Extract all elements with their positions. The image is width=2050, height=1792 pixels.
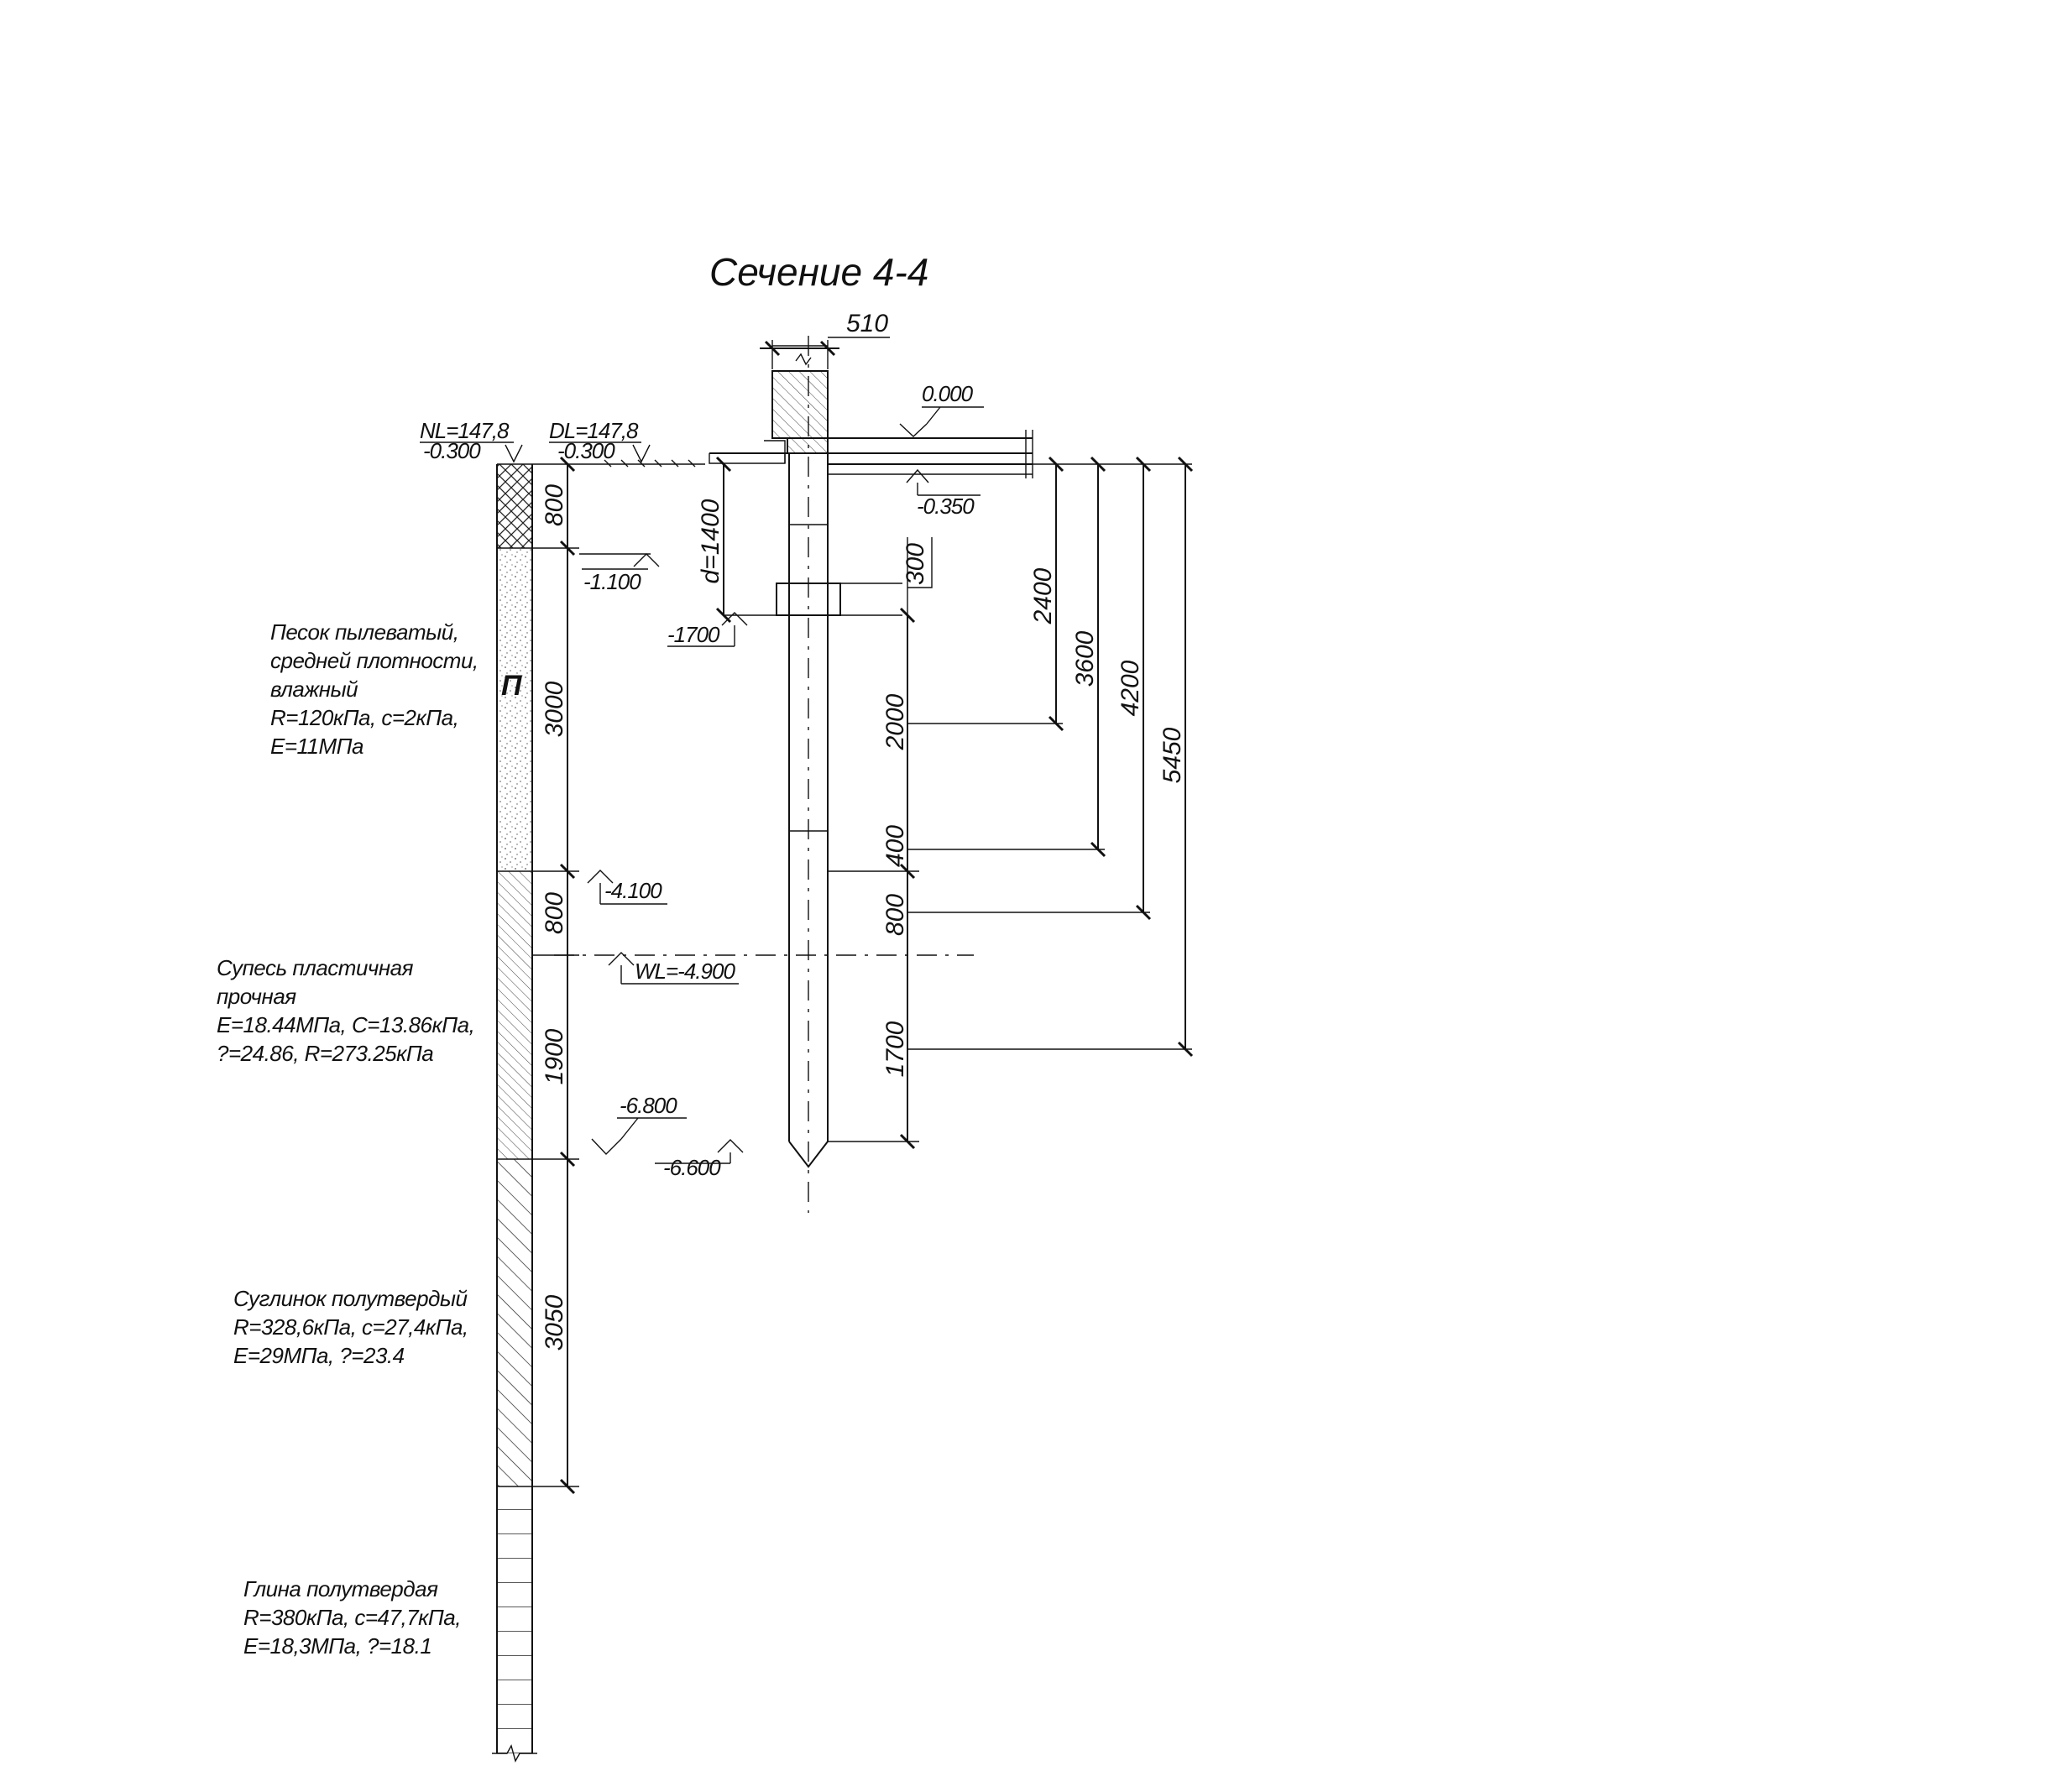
dim-3000: 3000	[541, 681, 568, 737]
dim-4200: 4200	[1117, 660, 1144, 716]
dl-label: DL=147,8	[549, 418, 639, 443]
dim-800-pile: 800	[881, 894, 909, 936]
sandy-loam-layer	[497, 871, 532, 1159]
elevation-marks: 0.000 -0.350 -1.100 -1700 -4.100 WL=-4.9…	[579, 381, 984, 1180]
soil-loam-text: Суглинок полутвердый R=328,6кПа, с=27,4к…	[233, 1286, 473, 1368]
foundation: 510 2000 400 800 1700	[554, 310, 1033, 1213]
mark-zero: 0.000	[922, 381, 974, 406]
mark-0350: -0.350	[917, 494, 975, 519]
dim-510: 510	[846, 310, 888, 337]
soil-descriptions: Песок пылеватый, средней плотности, влаж…	[217, 619, 484, 1659]
soil-clay-text: Глина полутвердая R=380кПа, с=47,7кПа, E…	[243, 1576, 467, 1659]
dim-800: 800	[541, 484, 568, 526]
clay-layer	[497, 1486, 532, 1753]
loam-layer	[497, 1159, 532, 1486]
nl-label: NL=147,8	[420, 418, 510, 443]
dim-5450: 5450	[1158, 727, 1186, 783]
mark-4100: -4.100	[604, 878, 662, 903]
level-marks-top: NL=147,8 -0.300 DL=147,8 -0.300	[420, 418, 705, 468]
dim-1700: 1700	[881, 1021, 909, 1077]
depth-dimensions: 2400 3600 4200 5450	[828, 456, 1194, 1058]
dim-800b: 800	[541, 892, 568, 934]
dim-1900: 1900	[541, 1028, 568, 1084]
fill-layer	[497, 464, 532, 548]
column-dimension-line: 800 3000 800 1900 3050	[532, 456, 579, 1495]
dim-400: 400	[881, 825, 909, 867]
mark-wl: WL=-4.900	[635, 959, 735, 984]
dim-d1400: d=1400	[697, 499, 724, 583]
mark-6800: -6.800	[620, 1093, 677, 1118]
mark-6600: -6.600	[663, 1155, 721, 1180]
soil-code: П	[501, 670, 523, 702]
dim-3050: 3050	[541, 1294, 568, 1351]
mark-1100: -1.100	[583, 569, 641, 594]
section-title: Сечение 4-4	[709, 250, 928, 294]
soil-sand-text: Песок пылеватый, средней плотности, влаж…	[270, 619, 484, 759]
soil-column: П	[492, 463, 537, 1763]
dim-2400: 2400	[1029, 567, 1057, 624]
dim-2000: 2000	[881, 693, 909, 750]
sand-layer	[497, 548, 532, 871]
soil-sandy-loam-text: Супесь пластичная прочная E=18.44МПа, C=…	[217, 955, 480, 1066]
mark-1700: -1700	[667, 622, 720, 647]
dim-300: 300	[902, 543, 929, 585]
dim-3600: 3600	[1071, 630, 1099, 687]
